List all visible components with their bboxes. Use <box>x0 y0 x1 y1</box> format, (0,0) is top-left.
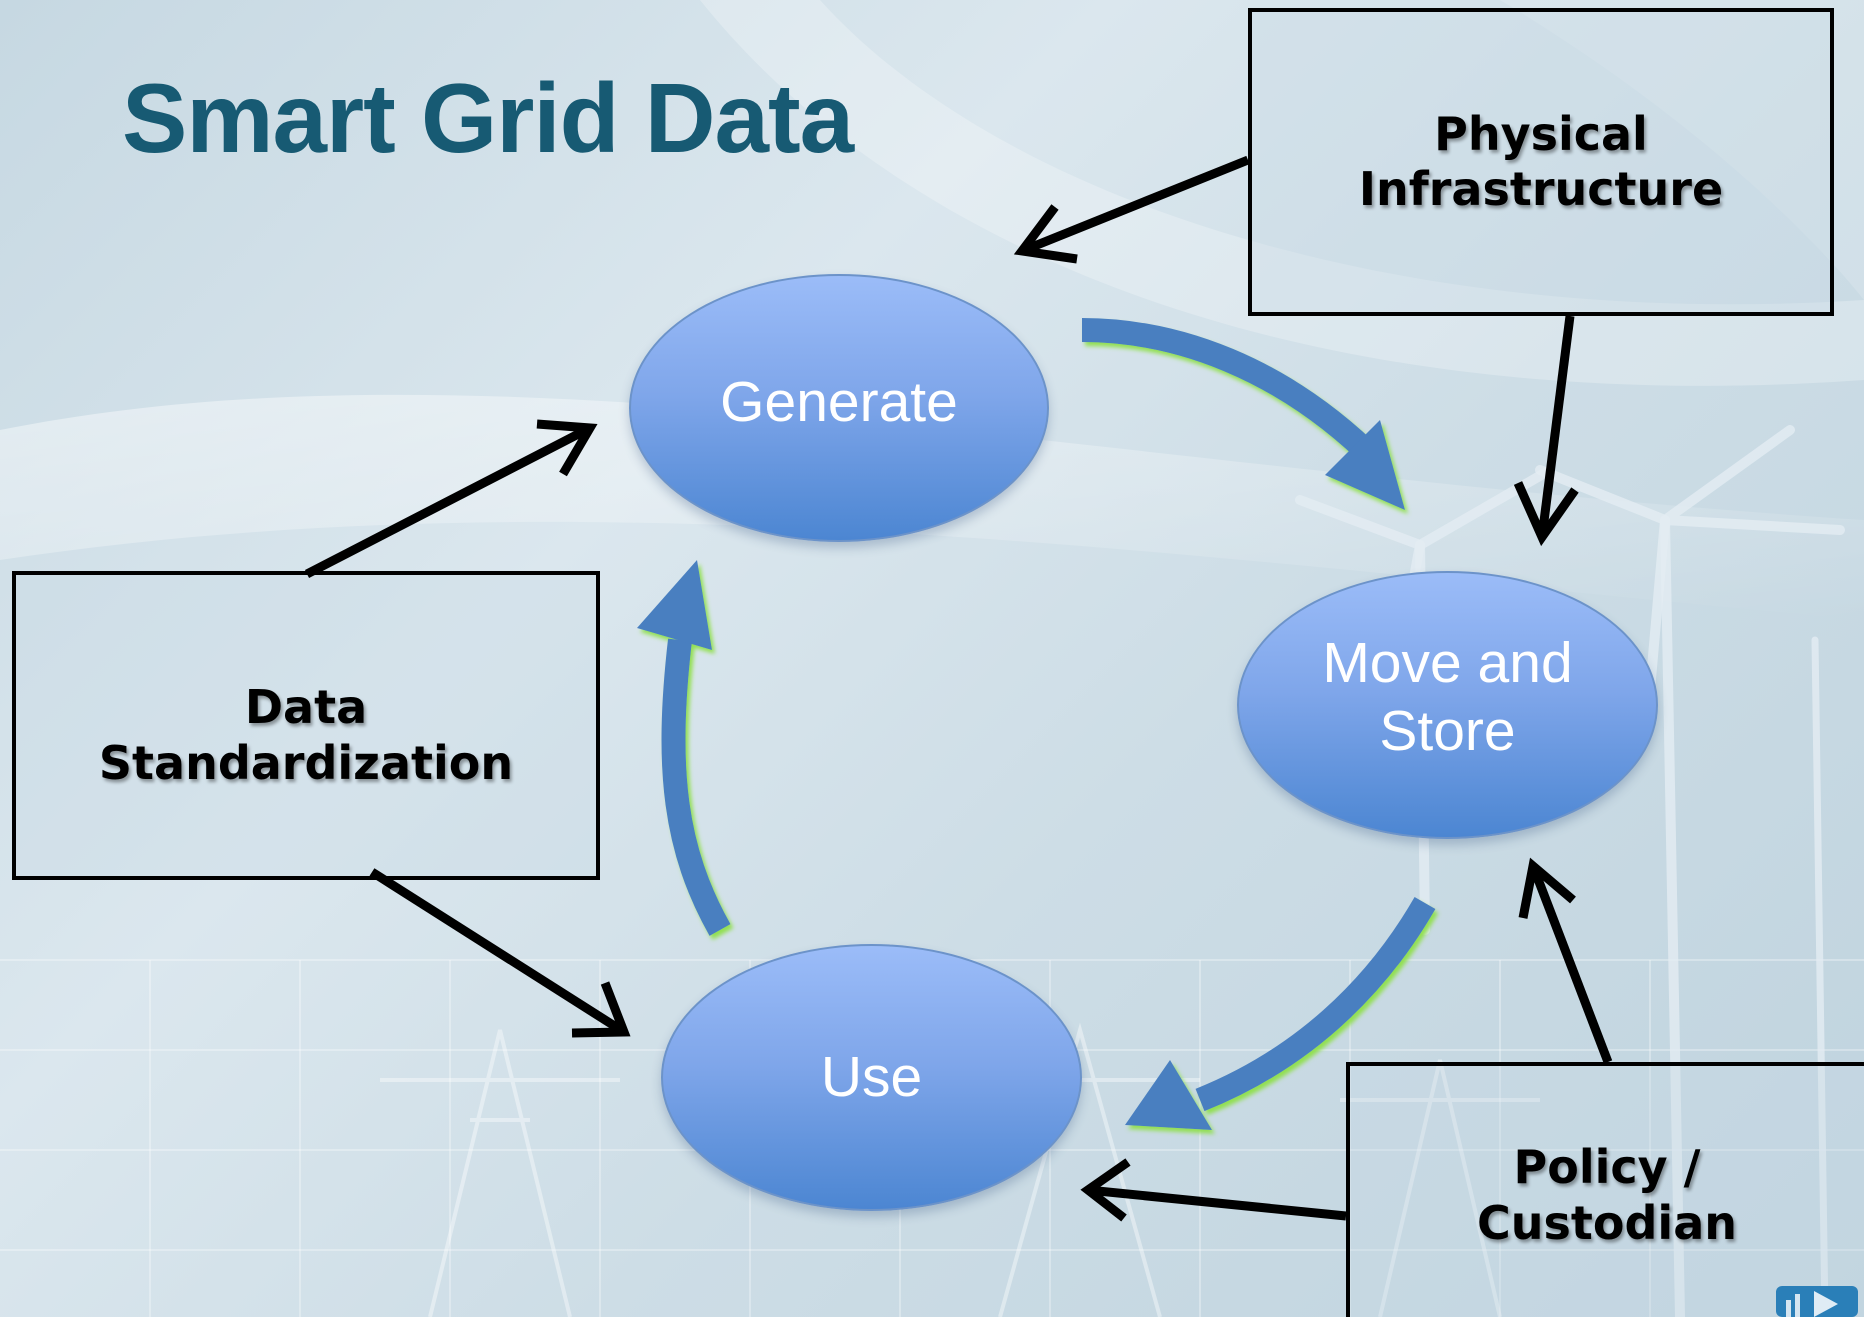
cycle-arrow-generate-to-move <box>1081 318 1405 510</box>
arrow-standardization-to-use <box>369 868 631 1038</box>
use-node: Use <box>661 944 1082 1211</box>
arrow-physical-to-move <box>1513 315 1579 547</box>
generate-label: Generate <box>720 369 958 434</box>
arrow-physical-to-generate <box>1013 155 1250 264</box>
move-and-store-node: Move and Store <box>1237 571 1658 839</box>
cycle-arrow-use-to-generate <box>637 560 731 936</box>
data-standardization-label: Data Standardization <box>98 680 514 790</box>
physical-infrastructure-box: Physical Infrastructure <box>1248 8 1834 316</box>
corner-logo-icon <box>1776 1286 1858 1317</box>
swoosh-shape <box>700 0 1864 386</box>
cycle-arrow-move-to-use <box>1125 897 1436 1130</box>
arrow-policy-to-move <box>1518 857 1613 1064</box>
arrow-standardization-to-generate <box>304 419 598 578</box>
slide-title: Smart Grid Data <box>122 63 854 173</box>
data-standardization-box: Data Standardization <box>12 571 600 880</box>
swoosh-shape <box>1500 0 1864 300</box>
physical-infrastructure-label: Physical Infrastructure <box>1358 106 1724 216</box>
use-label: Use <box>820 1045 923 1110</box>
arrow-policy-to-use <box>1080 1158 1347 1222</box>
policy-custodian-box: Policy / Custodian <box>1346 1062 1864 1317</box>
move-and-store-label: Move and Store <box>1322 630 1573 763</box>
policy-custodian-label: Policy / Custodian <box>1477 1140 1737 1250</box>
generate-node: Generate <box>629 274 1049 542</box>
